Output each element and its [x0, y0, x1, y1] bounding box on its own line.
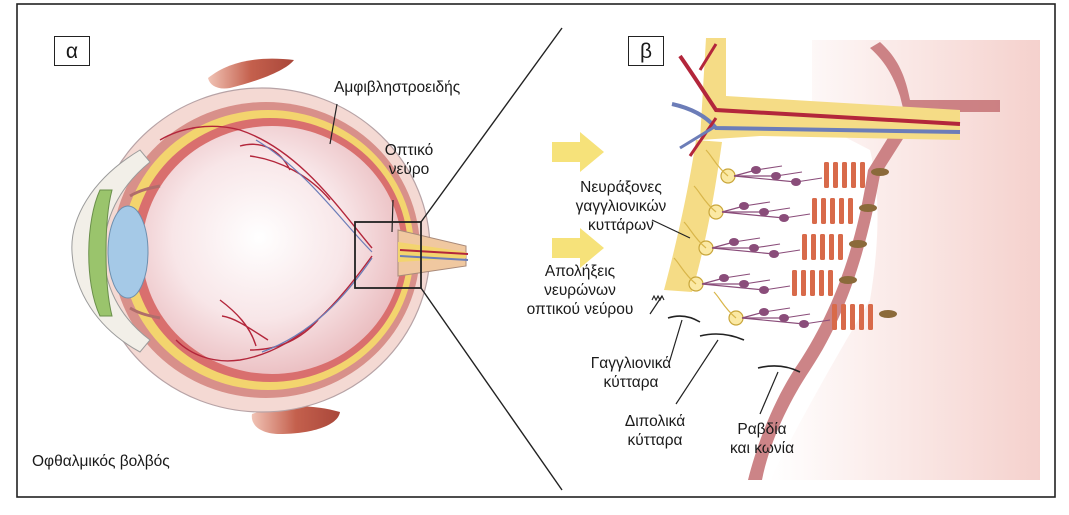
vessel-artery: [678, 54, 961, 126]
label-endings: Απολήξεις νευρώνων οπτικού νεύρου: [512, 262, 648, 319]
bipolar-bracket: [699, 333, 745, 341]
label-rods-cones: Ραβδία και κωνία: [714, 420, 810, 458]
label-optic-nerve-line2: νεύρο: [388, 161, 430, 178]
figure-frame: [16, 3, 1056, 498]
rods-bracket: [757, 365, 801, 373]
retina-leader: [329, 103, 338, 145]
label-axons-line2: γαγγλιονικών: [575, 198, 667, 215]
ganglion-bracket: [667, 315, 701, 323]
panel-label-b: β: [628, 36, 664, 66]
label-axons-line1: Νευράξονες: [580, 179, 662, 196]
eyeball-illustration: [71, 58, 469, 434]
lower-muscle: [251, 406, 340, 434]
iris: [88, 189, 113, 317]
label-bipolar-line1: Διπολικά: [624, 413, 686, 430]
label-endings-line3: οπτικού νεύρου: [526, 301, 634, 318]
retina-closeup: [664, 38, 1040, 480]
ganglion-leader: [669, 319, 683, 361]
label-bipolar: Διπολικά κύτταρα: [612, 412, 698, 450]
vitreous-body: [142, 126, 402, 374]
light-arrows: [552, 132, 604, 268]
axons-leader: [651, 219, 691, 239]
label-endings-line2: νευρώνων: [544, 282, 616, 299]
label-eyeball: Οφθαλμικός βολβός: [32, 453, 170, 470]
label-rods-line1: Ραβδία: [737, 421, 787, 438]
cornea: [71, 149, 151, 353]
rods-leader: [759, 371, 779, 415]
label-rods-line2: και κωνία: [729, 440, 795, 457]
upper-muscle: [208, 58, 294, 89]
bipolar-leader: [675, 339, 719, 405]
zoom-box: [354, 221, 422, 289]
lens: [107, 205, 149, 299]
light-arrow-bottom: [552, 228, 604, 268]
optic-nerve-leader: [391, 199, 394, 233]
label-axons-line3: κυττάρων: [588, 217, 654, 234]
light-arrow-top: [552, 132, 604, 172]
zoom-line-top: [420, 27, 563, 223]
neuron-layers: [673, 149, 897, 330]
label-bipolar-line2: κύτταρα: [627, 432, 683, 449]
label-axons: Νευράξονες γαγγλιονικών κυττάρων: [558, 178, 684, 235]
zoom-line-bottom: [420, 287, 563, 491]
panel-label-a: α: [54, 36, 90, 66]
label-ganglion-line1: Γαγγλιονικά: [590, 355, 672, 372]
label-ganglion-line2: κύτταρα: [603, 374, 659, 391]
label-optic-nerve: Οπτικό νεύρο: [376, 141, 442, 179]
vessel-vein: [671, 102, 961, 134]
label-optic-nerve-line1: Οπτικό: [384, 142, 434, 159]
label-retina: Αμφιβληστροειδής: [334, 79, 461, 96]
label-ganglion: Γαγγλιονικά κύτταρα: [578, 354, 684, 392]
label-endings-line1: Απολήξεις: [544, 263, 616, 280]
